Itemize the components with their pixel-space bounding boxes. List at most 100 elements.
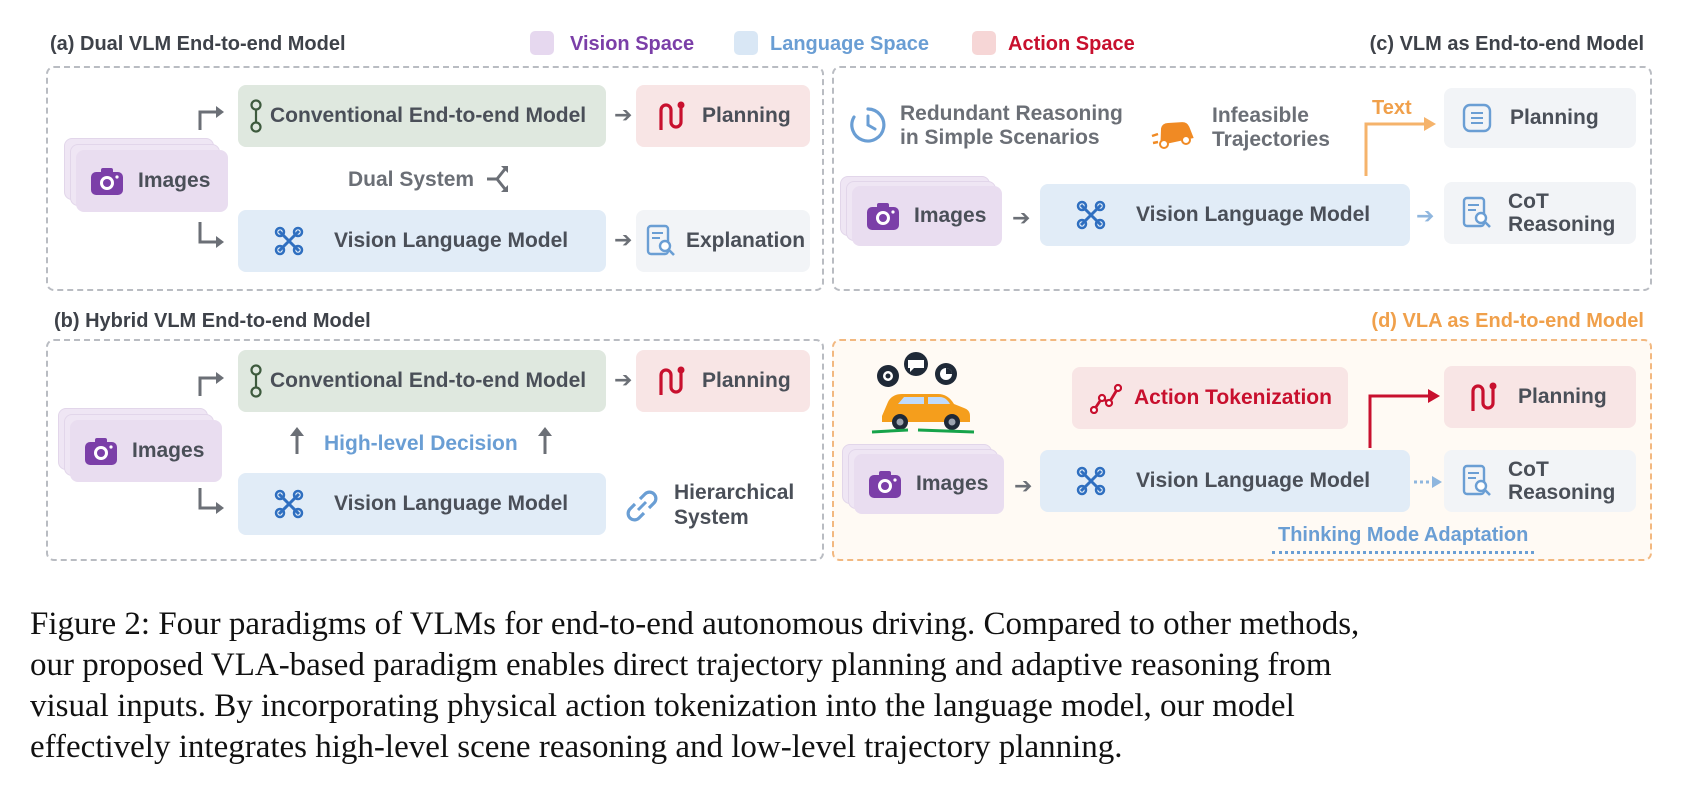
planning-label: Planning bbox=[702, 104, 791, 127]
caption-line-1: Figure 2: Four paradigms of VLMs for end… bbox=[30, 606, 1360, 642]
caption-line-4: effectively integrates high-level scene … bbox=[30, 729, 1123, 765]
link-icon bbox=[626, 490, 658, 522]
cot-line2: Reasoning bbox=[1508, 481, 1616, 504]
panel-a bbox=[46, 66, 824, 291]
infeasible-line1: Infeasible bbox=[1212, 104, 1309, 127]
clock-icon bbox=[850, 107, 886, 143]
autonomous-car-icon bbox=[871, 352, 975, 434]
vlm-box-c: Vision Language Model bbox=[1040, 184, 1410, 246]
planning-label: Planning bbox=[1510, 106, 1599, 129]
up-arrow bbox=[290, 427, 304, 454]
panel-a-title: (a) Dual VLM End-to-end Model bbox=[50, 33, 346, 55]
explanation-label: Explanation bbox=[686, 229, 806, 252]
vlm-box-a: Vision Language Model bbox=[238, 210, 606, 272]
cot-line1: CoT bbox=[1508, 458, 1549, 481]
camera-icon bbox=[84, 436, 118, 466]
chain-node-icon bbox=[248, 99, 264, 133]
camera-icon bbox=[868, 469, 902, 499]
document-search-icon bbox=[1462, 464, 1492, 498]
legend-action-swatch bbox=[972, 31, 996, 55]
explanation-box-a: Explanation bbox=[636, 210, 810, 272]
planning-box-b: Planning bbox=[636, 350, 810, 412]
images-label: Images bbox=[914, 204, 987, 227]
car-crash-icon bbox=[1151, 122, 1194, 149]
planning-label: Planning bbox=[702, 369, 791, 392]
cot-box-d: CoT Reasoning bbox=[1444, 450, 1636, 512]
cot-label: CoT Reasoning bbox=[1508, 190, 1615, 236]
images-box-b: Images bbox=[70, 420, 222, 482]
images-label: Images bbox=[138, 169, 211, 192]
elbow-arrow-up bbox=[198, 372, 224, 396]
panel-b bbox=[46, 339, 824, 561]
list-document-icon bbox=[1462, 103, 1492, 133]
cot-label: CoT Reasoning bbox=[1508, 458, 1615, 504]
arrow-right: ➔ bbox=[614, 367, 633, 392]
vlm-label: Vision Language Model bbox=[1136, 469, 1371, 492]
conventional-model-label: Conventional End-to-end Model bbox=[270, 104, 587, 127]
images-box-c: Images bbox=[852, 186, 1002, 246]
planning-box-c: Planning bbox=[1444, 88, 1636, 148]
up-arrow bbox=[538, 427, 552, 454]
caption-line-2: our proposed VLA-based paradigm enables … bbox=[30, 647, 1332, 683]
cot-line2: Reasoning bbox=[1508, 213, 1616, 236]
dotted-arrow bbox=[1414, 476, 1442, 488]
figure-caption: Figure 2: Four paradigms of VLMs for end… bbox=[30, 604, 1670, 768]
elbow-arrow-down bbox=[198, 222, 224, 248]
route-icon bbox=[656, 100, 686, 132]
legend-vision-label: Vision Space bbox=[570, 33, 695, 55]
infeasible-line2: Trajectories bbox=[1212, 128, 1330, 151]
arrow-right: ➔ bbox=[614, 227, 633, 252]
vlm-label: Vision Language Model bbox=[1136, 203, 1371, 226]
text-arrow bbox=[1364, 117, 1436, 176]
caption-line-3: visual inputs. By incorporating physical… bbox=[30, 688, 1295, 724]
thinking-mode-label: Thinking Mode Adaptation bbox=[1272, 523, 1535, 554]
arrow-right: ➔ bbox=[1012, 205, 1031, 230]
elbow-arrow-down bbox=[198, 488, 224, 514]
images-label: Images bbox=[132, 439, 205, 462]
images-box-d: Images bbox=[854, 454, 1004, 514]
planning-box-a: Planning bbox=[636, 85, 810, 147]
conventional-model-box-b: Conventional End-to-end Model bbox=[238, 350, 606, 412]
action-tokenization-label: Action Tokenization bbox=[1134, 386, 1332, 409]
route-icon bbox=[1468, 381, 1498, 413]
action-tokenization-box: Action Tokenization bbox=[1072, 367, 1348, 429]
model-knot-icon bbox=[274, 226, 304, 256]
arrow-right: ➔ bbox=[1014, 473, 1033, 498]
images-box-a: Images bbox=[76, 150, 228, 212]
vlm-label: Vision Language Model bbox=[334, 492, 569, 515]
panel-c-title: (c) VLM as End-to-end Model bbox=[1369, 33, 1644, 55]
redundant-line2: in Simple Scenarios bbox=[900, 126, 1100, 149]
trend-line-icon bbox=[1090, 382, 1122, 414]
legend-vision-swatch bbox=[530, 31, 554, 55]
hierarchical-line2: System bbox=[674, 506, 749, 529]
images-label: Images bbox=[916, 472, 989, 495]
model-knot-icon bbox=[274, 489, 304, 519]
panel-b-title: (b) Hybrid VLM End-to-end Model bbox=[54, 310, 371, 332]
action-arrow bbox=[1368, 389, 1440, 448]
cot-box-c: CoT Reasoning bbox=[1444, 182, 1636, 244]
vlm-label: Vision Language Model bbox=[334, 229, 569, 252]
conventional-model-box-a: Conventional End-to-end Model bbox=[238, 85, 606, 147]
high-level-decision-label: High-level Decision bbox=[324, 432, 518, 455]
split-icon bbox=[487, 166, 508, 192]
planning-label: Planning bbox=[1518, 385, 1607, 408]
camera-icon bbox=[866, 201, 900, 231]
conventional-model-label: Conventional End-to-end Model bbox=[270, 369, 587, 392]
text-label: Text bbox=[1372, 97, 1412, 119]
chain-node-icon bbox=[248, 364, 264, 398]
vlm-box-d: Vision Language Model bbox=[1040, 450, 1410, 512]
elbow-arrow-up bbox=[198, 106, 224, 130]
panel-d-title: (d) VLA as End-to-end Model bbox=[1371, 310, 1644, 332]
model-knot-icon bbox=[1076, 200, 1106, 230]
arrow-right: ➔ bbox=[614, 102, 633, 127]
camera-icon bbox=[90, 166, 124, 196]
hierarchical-line1: Hierarchical bbox=[674, 481, 795, 504]
planning-box-d: Planning bbox=[1444, 366, 1636, 428]
redundant-line1: Redundant Reasoning bbox=[900, 102, 1123, 125]
cot-line1: CoT bbox=[1508, 190, 1549, 213]
route-icon bbox=[656, 365, 686, 397]
legend-language-swatch bbox=[734, 31, 758, 55]
legend-language-label: Language Space bbox=[770, 33, 929, 55]
document-search-icon bbox=[646, 224, 676, 258]
panel-c bbox=[832, 66, 1652, 291]
